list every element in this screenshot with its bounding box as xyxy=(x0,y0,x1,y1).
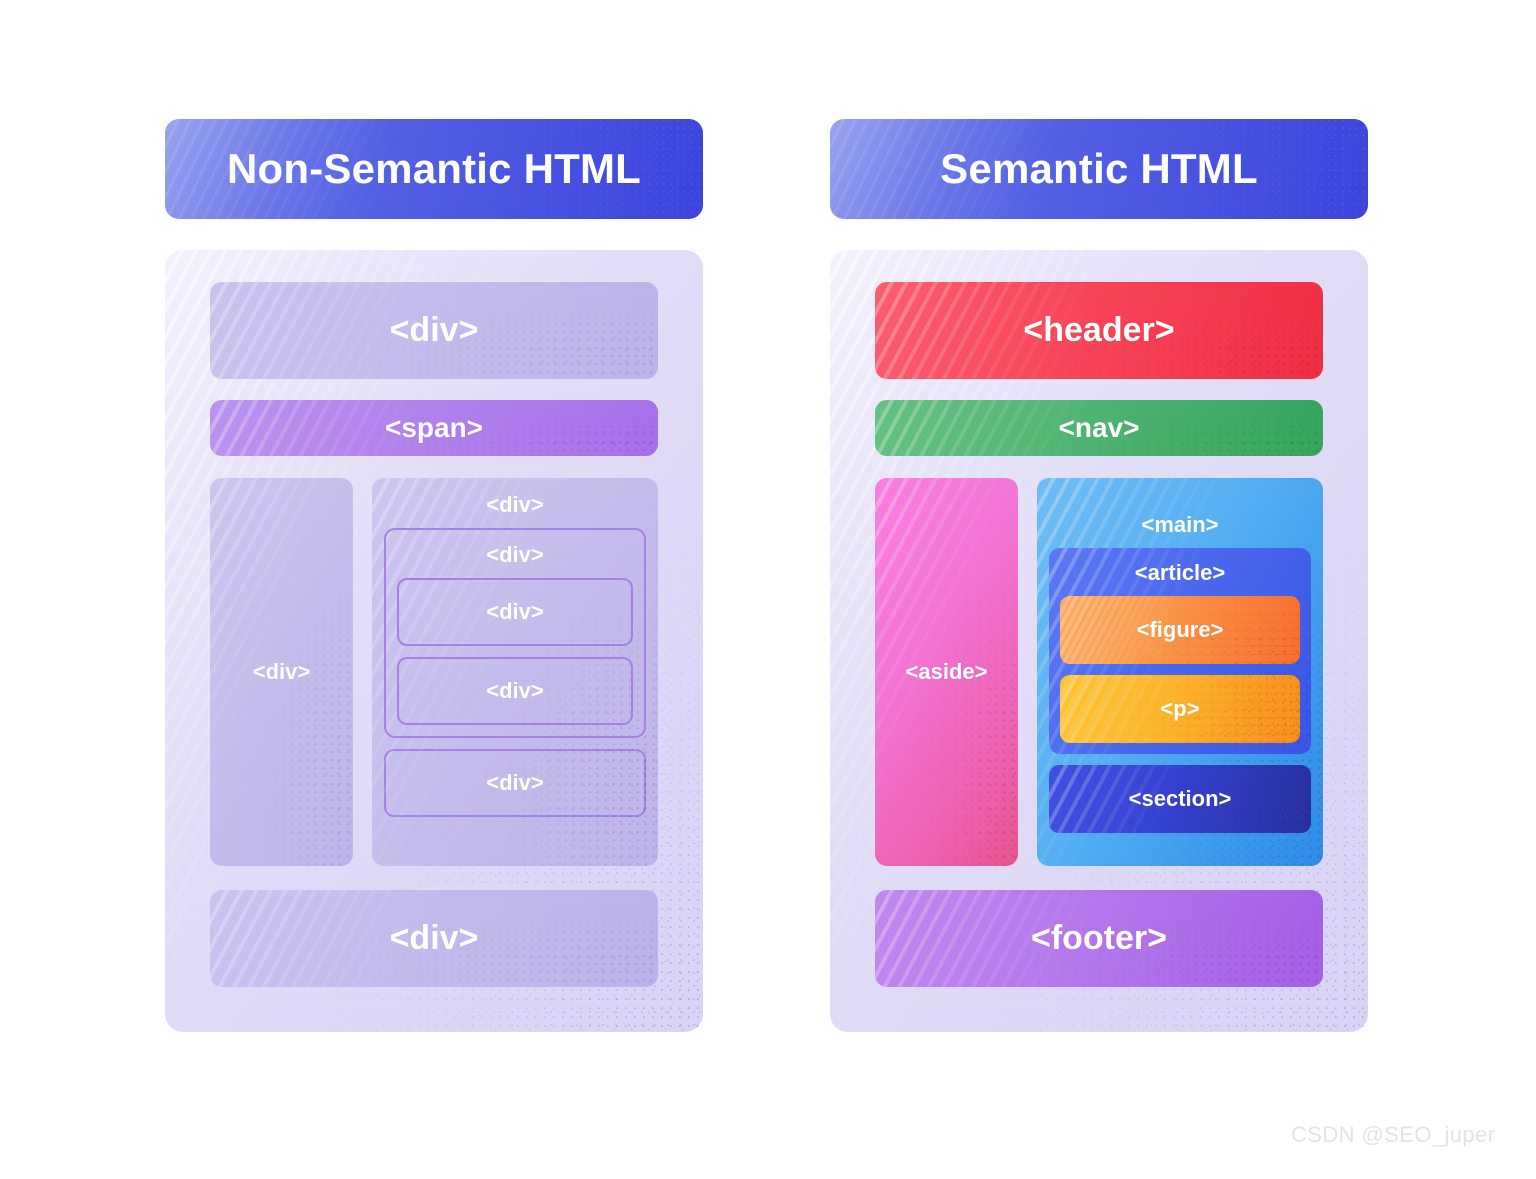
tag-label-main: <main> xyxy=(1141,511,1219,537)
tag-box-div-bottom: <div> xyxy=(210,890,658,987)
tag-label-footer: <footer> xyxy=(1030,919,1168,957)
tag-box-div-top: <div> xyxy=(210,282,658,379)
tag-box-nav: <nav> xyxy=(875,400,1323,456)
tag-box-section: <section> xyxy=(1049,764,1311,833)
tag-box-figure: <figure> xyxy=(1060,595,1300,664)
tag-box-article: <article> <figure> <p> xyxy=(1049,547,1311,754)
tag-box-div-sidebar: <div> xyxy=(210,478,353,866)
tag-box-footer: <footer> xyxy=(875,890,1323,987)
tag-label-div-top: <div> xyxy=(389,311,479,349)
tag-label-div-bottom: <div> xyxy=(389,919,479,957)
semantic-middle-row: <aside> <main> <article> xyxy=(875,478,1323,866)
tag-box-header: <header> xyxy=(875,282,1323,379)
tag-label-article: <article> xyxy=(1134,559,1226,585)
nested-div-level-2-b: <div> xyxy=(397,657,633,725)
tag-label-section: <section> xyxy=(1128,785,1232,811)
tag-label-outer-leaf-div: <div> xyxy=(486,770,544,795)
tag-label-div-sidebar: <div> xyxy=(252,659,311,684)
watermark-text: CSDN @SEO_juper xyxy=(1291,1122,1496,1147)
tag-label-div-content: <div> xyxy=(486,492,544,517)
tag-box-paragraph: <p> xyxy=(1060,674,1300,743)
nested-div-level-1: <div> <div> <div> xyxy=(384,528,646,738)
nested-div-sibling: <div> xyxy=(384,749,646,817)
tag-label-header: <header> xyxy=(1023,311,1175,349)
semantic-panel: <header> <nav> <aside> xyxy=(830,250,1368,1032)
nested-div-level-2: <div> xyxy=(397,578,633,646)
tag-box-aside: <aside> xyxy=(875,478,1018,866)
non-semantic-title-text: Non-Semantic HTML xyxy=(226,145,642,192)
tag-label-nested-div-2: <div> xyxy=(486,599,544,624)
tag-label-nested-div-1: <div> xyxy=(486,542,544,567)
tag-box-main: <main> <article> <figure> xyxy=(1037,478,1323,866)
semantic-title-text: Semantic HTML xyxy=(940,145,1258,192)
tag-label-figure: <figure> xyxy=(1136,616,1224,642)
tag-label-paragraph: <p> xyxy=(1160,695,1200,721)
tag-label-nested-div-3: <div> xyxy=(486,678,544,703)
semantic-title-banner: Semantic HTML xyxy=(830,119,1368,219)
tag-label-span: <span> xyxy=(384,412,484,443)
tag-label-aside: <aside> xyxy=(905,659,988,684)
non-semantic-middle-row: <div> <div> <div> <div> <div> xyxy=(210,478,658,866)
tag-box-span: <span> xyxy=(210,400,658,456)
tag-label-nav: <nav> xyxy=(1058,412,1140,443)
non-semantic-title-banner: Non-Semantic HTML xyxy=(165,119,703,219)
non-semantic-panel: <div> <span> <div> xyxy=(165,250,703,1032)
tag-box-div-content: <div> <div> <div> <div> <div> xyxy=(372,478,658,866)
